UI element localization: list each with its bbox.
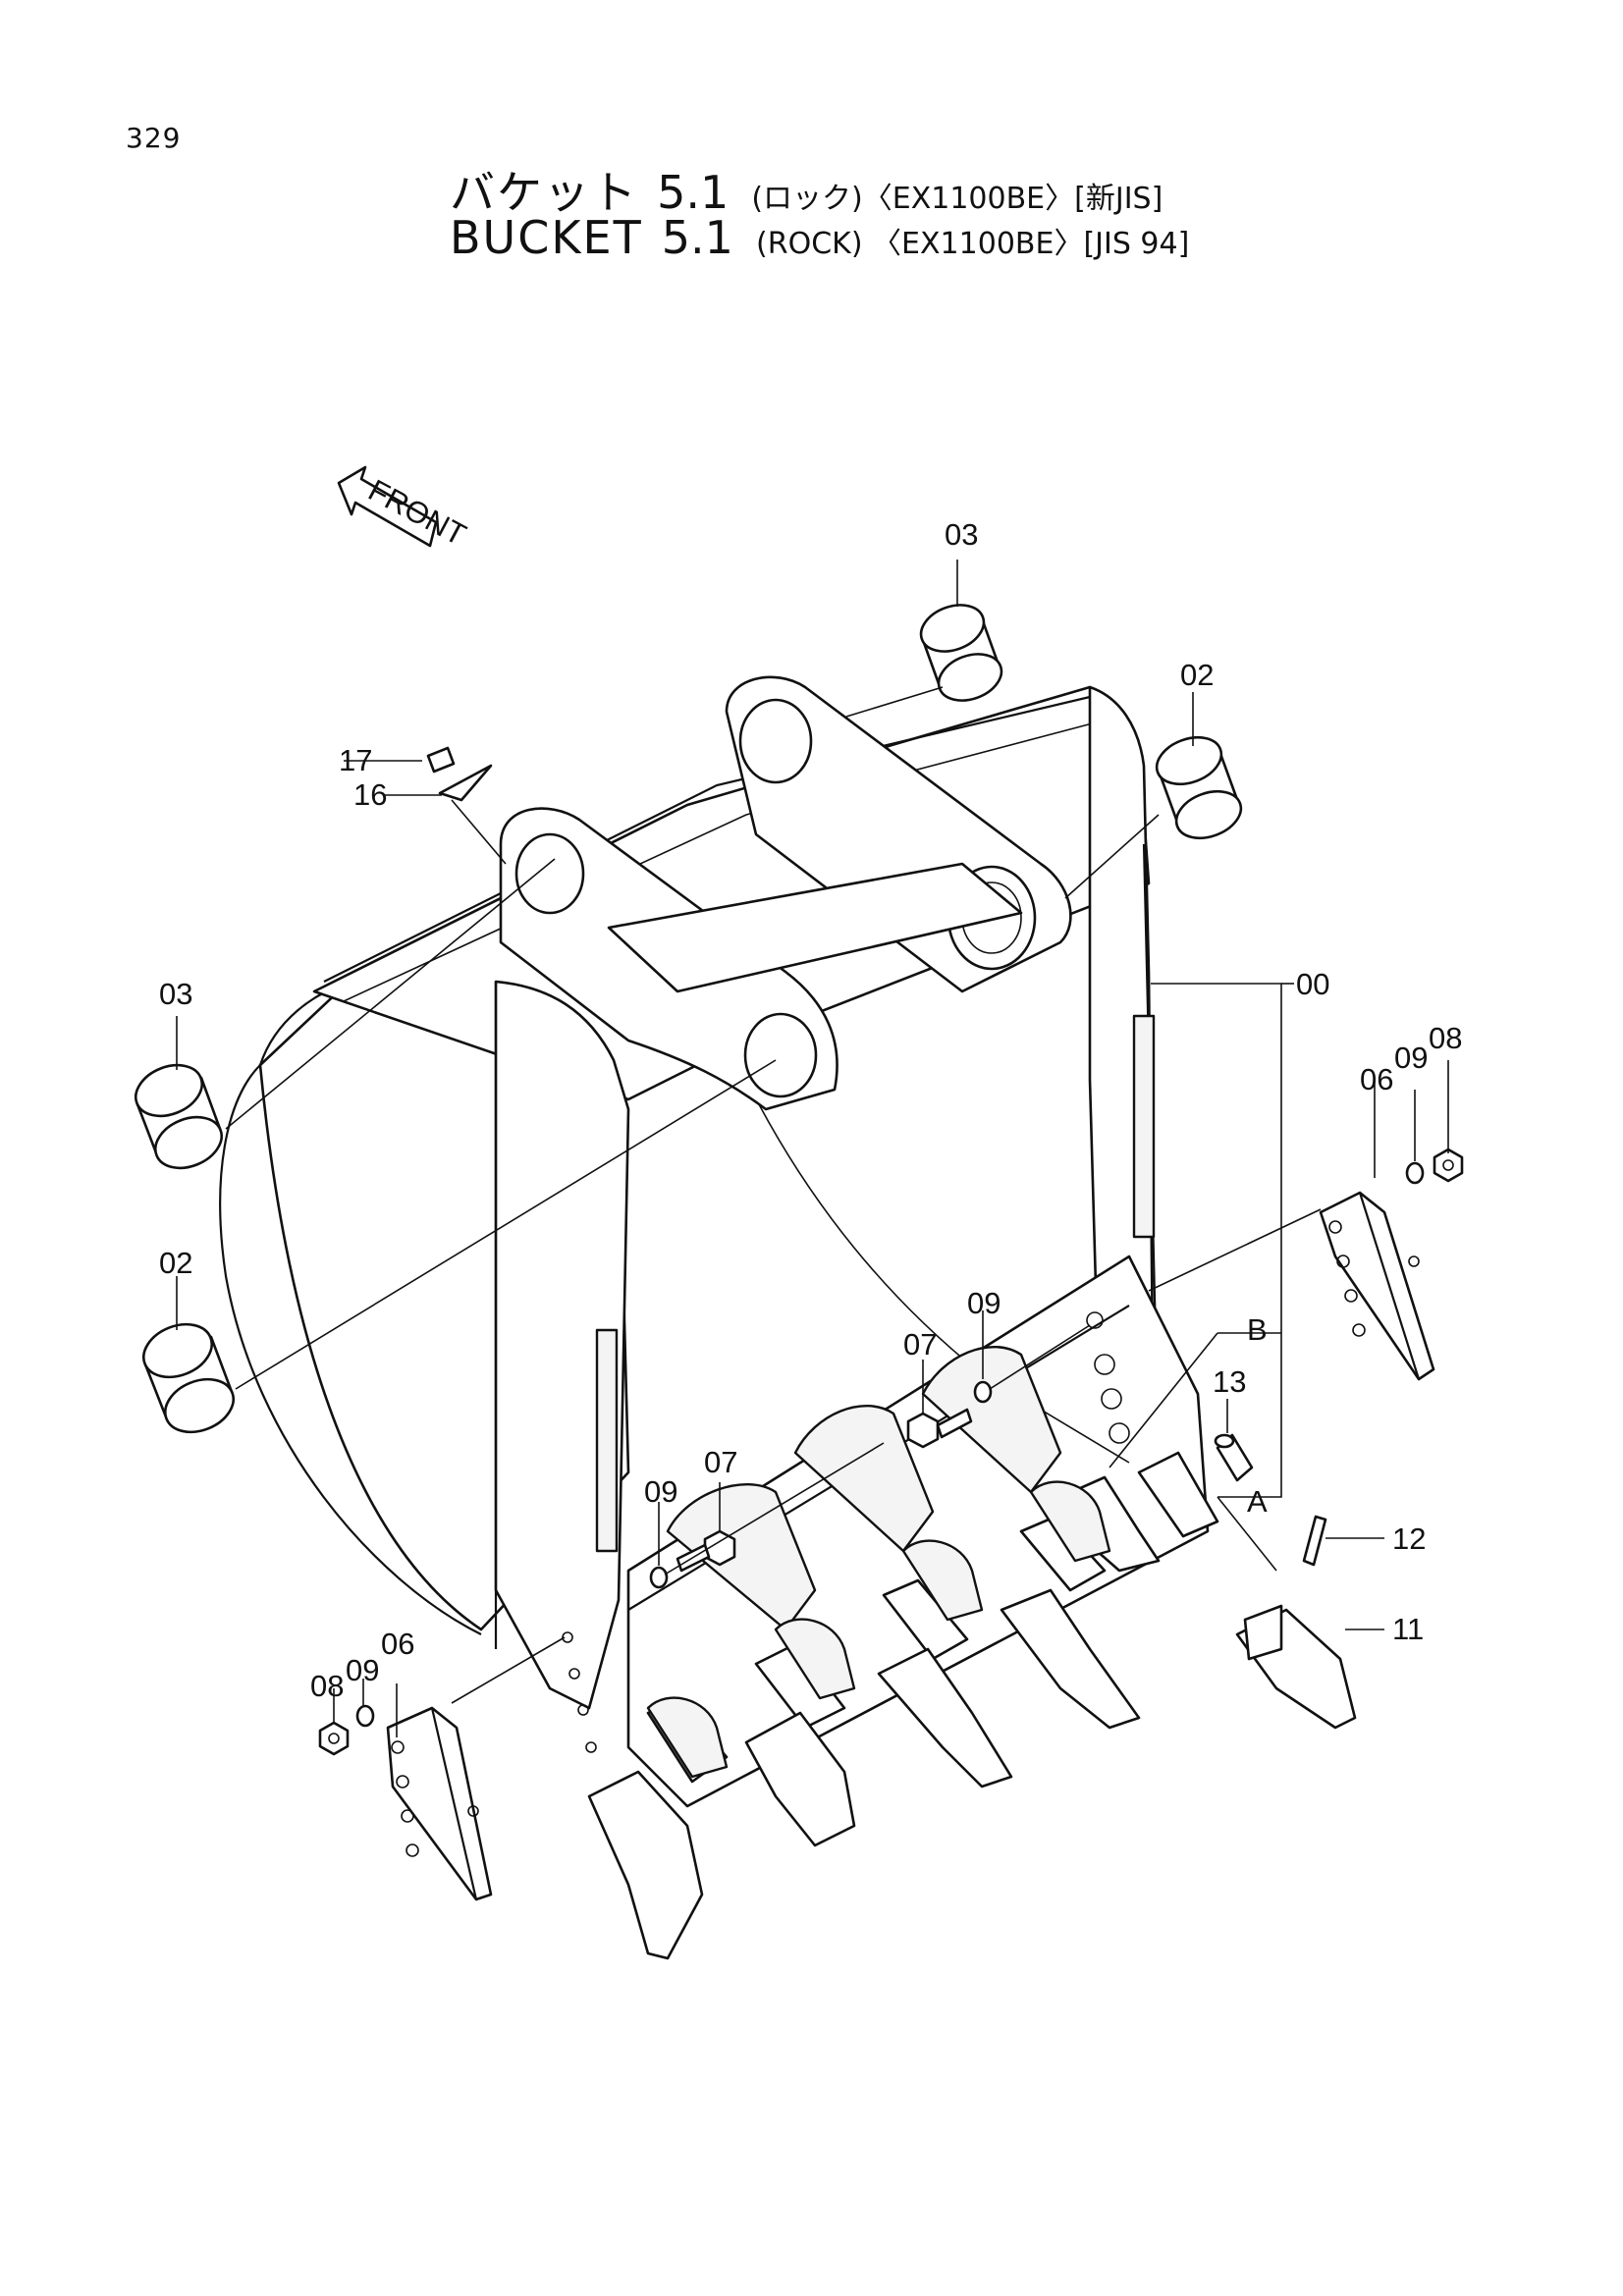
callout-12: 12 [1392, 1522, 1426, 1556]
callout-06-right: 06 [1360, 1062, 1393, 1096]
callout-09-mid: 09 [967, 1286, 1001, 1320]
ref-a: A [1247, 1484, 1268, 1519]
callout-06-left: 06 [381, 1627, 414, 1661]
washer-09-left [355, 1704, 375, 1728]
callout-labels: 03 02 03 02 17 16 00 06 09 08 09 07 B 13… [159, 517, 1462, 1703]
side-protector-06-left [386, 1706, 493, 1901]
callout-09-lower: 09 [644, 1474, 677, 1509]
pin-13 [1214, 1433, 1254, 1482]
screw-17 [426, 746, 456, 774]
plate-16 [438, 764, 493, 802]
title-jp-main: バケット [450, 166, 638, 219]
title-jp-suffix: (ロック)〈EX1100BE〉[新JIS] [751, 182, 1163, 216]
title-english: BUCKET 5.1 (ROCK) 〈EX1100BE〉[JIS 94] [450, 211, 1189, 264]
side-protector-06-right [1319, 1191, 1435, 1381]
ref-b: B [1247, 1312, 1268, 1347]
bushing-03-left [135, 1063, 223, 1170]
bucket-teeth [587, 1345, 1357, 1960]
side-wear-strip-left [595, 1328, 619, 1553]
nut-08-left [318, 1721, 350, 1756]
side-wear-strip-right [1132, 1014, 1156, 1239]
callout-17: 17 [339, 743, 372, 777]
leader-lines [176, 560, 1449, 1737]
front-arrow-icon: FRONT [337, 465, 471, 553]
nut-08-right [1433, 1148, 1464, 1183]
title-en-main: BUCKET [450, 211, 643, 264]
callout-07-lower: 07 [704, 1445, 737, 1479]
callout-11: 11 [1392, 1612, 1424, 1646]
callout-08-right: 08 [1429, 1021, 1462, 1055]
title-japanese: バケット 5.1 (ロック)〈EX1100BE〉[新JIS] [450, 157, 1163, 222]
callout-08-left: 08 [310, 1669, 344, 1703]
callout-16: 16 [353, 777, 387, 812]
callout-13: 13 [1213, 1364, 1246, 1399]
callout-07-upper: 07 [903, 1327, 937, 1362]
callout-09-right: 09 [1394, 1041, 1428, 1075]
washer-09-mid [973, 1380, 993, 1404]
callout-03-top: 03 [945, 517, 978, 552]
title-en-suffix: (ROCK) 〈EX1100BE〉[JIS 94] [756, 227, 1190, 261]
callout-09-left: 09 [346, 1653, 379, 1687]
bushing-03-top [919, 604, 1003, 702]
bushing-02-right [1155, 735, 1243, 840]
bushing-02-left [142, 1322, 235, 1434]
callout-00: 00 [1296, 967, 1329, 1001]
washer-09-lower [649, 1566, 669, 1589]
title-jp-number: 5.1 [657, 166, 730, 219]
callout-02-left: 02 [159, 1246, 192, 1280]
page-number: 329 [126, 122, 182, 154]
callout-03-left: 03 [159, 977, 192, 1011]
callout-02-right: 02 [1180, 658, 1214, 692]
title-en-number: 5.1 [661, 211, 733, 264]
washer-09-right [1405, 1161, 1425, 1185]
lock-12 [1302, 1515, 1327, 1567]
